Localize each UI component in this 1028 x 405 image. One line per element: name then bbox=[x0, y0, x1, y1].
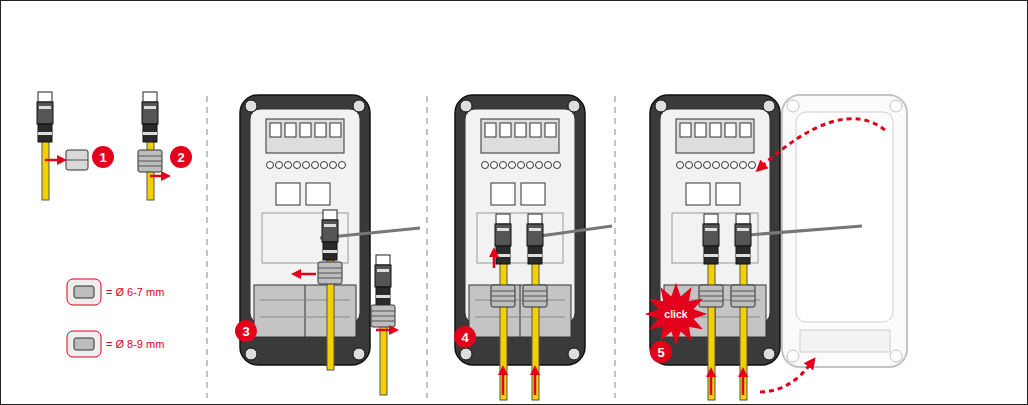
callout-number: 1 bbox=[99, 151, 106, 164]
callout-number: 2 bbox=[177, 151, 184, 164]
diameter-note: = Ø 8-9 mm bbox=[106, 339, 164, 350]
callout-number: 4 bbox=[461, 331, 468, 344]
callout-number: 5 bbox=[657, 346, 664, 359]
callout-number: 3 bbox=[242, 325, 249, 338]
click-note: click bbox=[664, 309, 687, 320]
diameter-note: = Ø 6-7 mm bbox=[106, 287, 164, 298]
